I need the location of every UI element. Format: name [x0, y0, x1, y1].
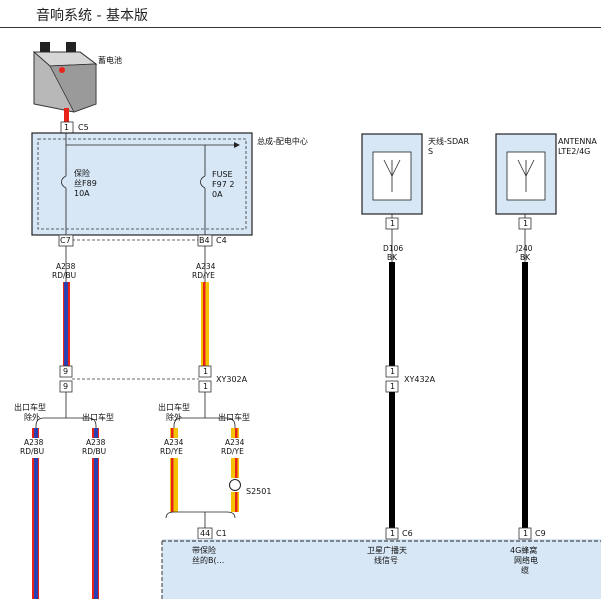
radio-text1-line1: 带保险: [192, 545, 216, 555]
c6-label: C6: [402, 529, 413, 538]
left-export-only: 出口车型: [82, 412, 114, 422]
xy432a-pin-2: 1: [390, 382, 395, 391]
xy302a-left-pin-box: [59, 365, 73, 378]
xy432a-label: XY432A: [404, 375, 436, 384]
xy302a-left-pin: 9: [63, 367, 68, 376]
wire-left-color: RD/BU: [52, 271, 76, 280]
xy302a-right-pin: 1: [203, 367, 208, 376]
c6-pin-box: [385, 527, 399, 540]
battery-icon: [32, 42, 98, 113]
bw1-color: RD/BU: [20, 447, 44, 456]
bw2-code: A238: [86, 438, 106, 447]
radio-text3-line3: 缆: [521, 565, 529, 575]
pdc-label: 总成-配电中心: [257, 136, 308, 146]
xy302a-left-pin-2: 9: [63, 382, 68, 391]
wire-d106-lower: [389, 392, 395, 530]
antenna1-wire-color: BK: [387, 253, 398, 262]
c4-label: C4: [216, 236, 227, 245]
wire-right-code: A234: [196, 262, 216, 271]
fuse2-line2: F97 2: [212, 180, 234, 189]
fuse-icon: [61, 175, 67, 189]
c6-pin: 1: [390, 529, 395, 538]
radio-text1-line2: 丝的B(...: [192, 555, 224, 565]
xy432a-pin: 1: [390, 367, 395, 376]
antenna1-pin: 1: [390, 219, 395, 228]
antenna2-pin: 1: [523, 219, 528, 228]
antenna2-label-line1: ANTENNA: [558, 137, 597, 146]
wire-j240: [522, 262, 528, 530]
antenna1-label-line2: S: [428, 147, 433, 156]
wire-a234-bottom-2: [231, 458, 239, 478]
right-export-line2: 除外: [166, 412, 182, 422]
c5-pin: 1: [64, 123, 69, 132]
splice-icon: [229, 479, 241, 491]
wire-right-color: RD/YE: [192, 271, 215, 280]
c7-pin: C7: [60, 236, 71, 245]
battery-label: 蓄电池: [98, 55, 122, 65]
xy302a-label: XY302A: [216, 375, 248, 384]
wire-a234-bottom-1: [170, 458, 178, 512]
antenna2-label-line2: LTE2/4G: [558, 147, 590, 156]
fuse1-line1: 保险: [74, 168, 90, 178]
pdc-inner-border: [37, 138, 247, 230]
bw4-color: RD/YE: [221, 447, 244, 456]
xy302a-right-pin-box: [198, 365, 212, 378]
bw4-code: A234: [225, 438, 245, 447]
wire-a234-top: [201, 282, 209, 366]
radio-text3-line1: 4G蜂窝: [510, 545, 537, 555]
radio-text2-line1: 卫星广播天: [367, 545, 407, 555]
radio-box: [162, 539, 601, 599]
left-export-line2: 除外: [24, 412, 40, 422]
xy302a-right-pin-2: 1: [203, 382, 208, 391]
fuse1-line3: 10A: [74, 189, 90, 198]
splice-label: S2501: [246, 487, 271, 496]
bw2-color: RD/BU: [82, 447, 106, 456]
radio-text3-line2: 网络电: [514, 555, 538, 565]
wire-a238-bottom-1: [32, 458, 39, 599]
title-divider: [0, 27, 601, 28]
antenna-icon: [383, 159, 401, 192]
bw3-code: A234: [164, 438, 184, 447]
wire-d106: [389, 262, 395, 366]
right-export-only: 出口车型: [218, 412, 250, 422]
bw3-color: RD/YE: [160, 447, 183, 456]
b4-pin: B4: [199, 236, 210, 245]
c5-label: C5: [78, 123, 89, 132]
radio-text2-line2: 线信号: [374, 555, 398, 565]
wire-a238-top: [63, 282, 70, 366]
antenna2-wire-code: J240: [515, 244, 533, 253]
battery-wire: [64, 108, 69, 122]
fuse-icon: [200, 175, 206, 189]
antenna1-label-line1: 天线-SDAR: [428, 136, 469, 146]
fuse2-line3: 0A: [212, 190, 223, 199]
page-title: 音响系统 - 基本版: [36, 8, 148, 24]
xy432a-pin-box: [385, 365, 399, 378]
antenna2-wire-color: BK: [520, 253, 531, 262]
right-export-line1: 出口车型: [158, 402, 190, 412]
c9-pin-box: [518, 527, 532, 540]
bw1-code: A238: [24, 438, 44, 447]
c9-pin: 1: [523, 529, 528, 538]
c9-label: C9: [535, 529, 546, 538]
wire-a238-bottom-2: [92, 458, 99, 599]
busbar-arrow-icon: [234, 142, 240, 148]
fuse1-line2: 丝F89: [74, 178, 97, 188]
c1-label: C1: [216, 529, 227, 538]
antenna-icon: [517, 159, 535, 192]
left-export-line1: 出口车型: [14, 402, 46, 412]
fuse2-line1: FUSE: [212, 170, 233, 179]
c1-pin: 44: [200, 529, 210, 538]
pdc-box: [31, 132, 253, 236]
antenna1-wire-code: D106: [383, 244, 403, 253]
